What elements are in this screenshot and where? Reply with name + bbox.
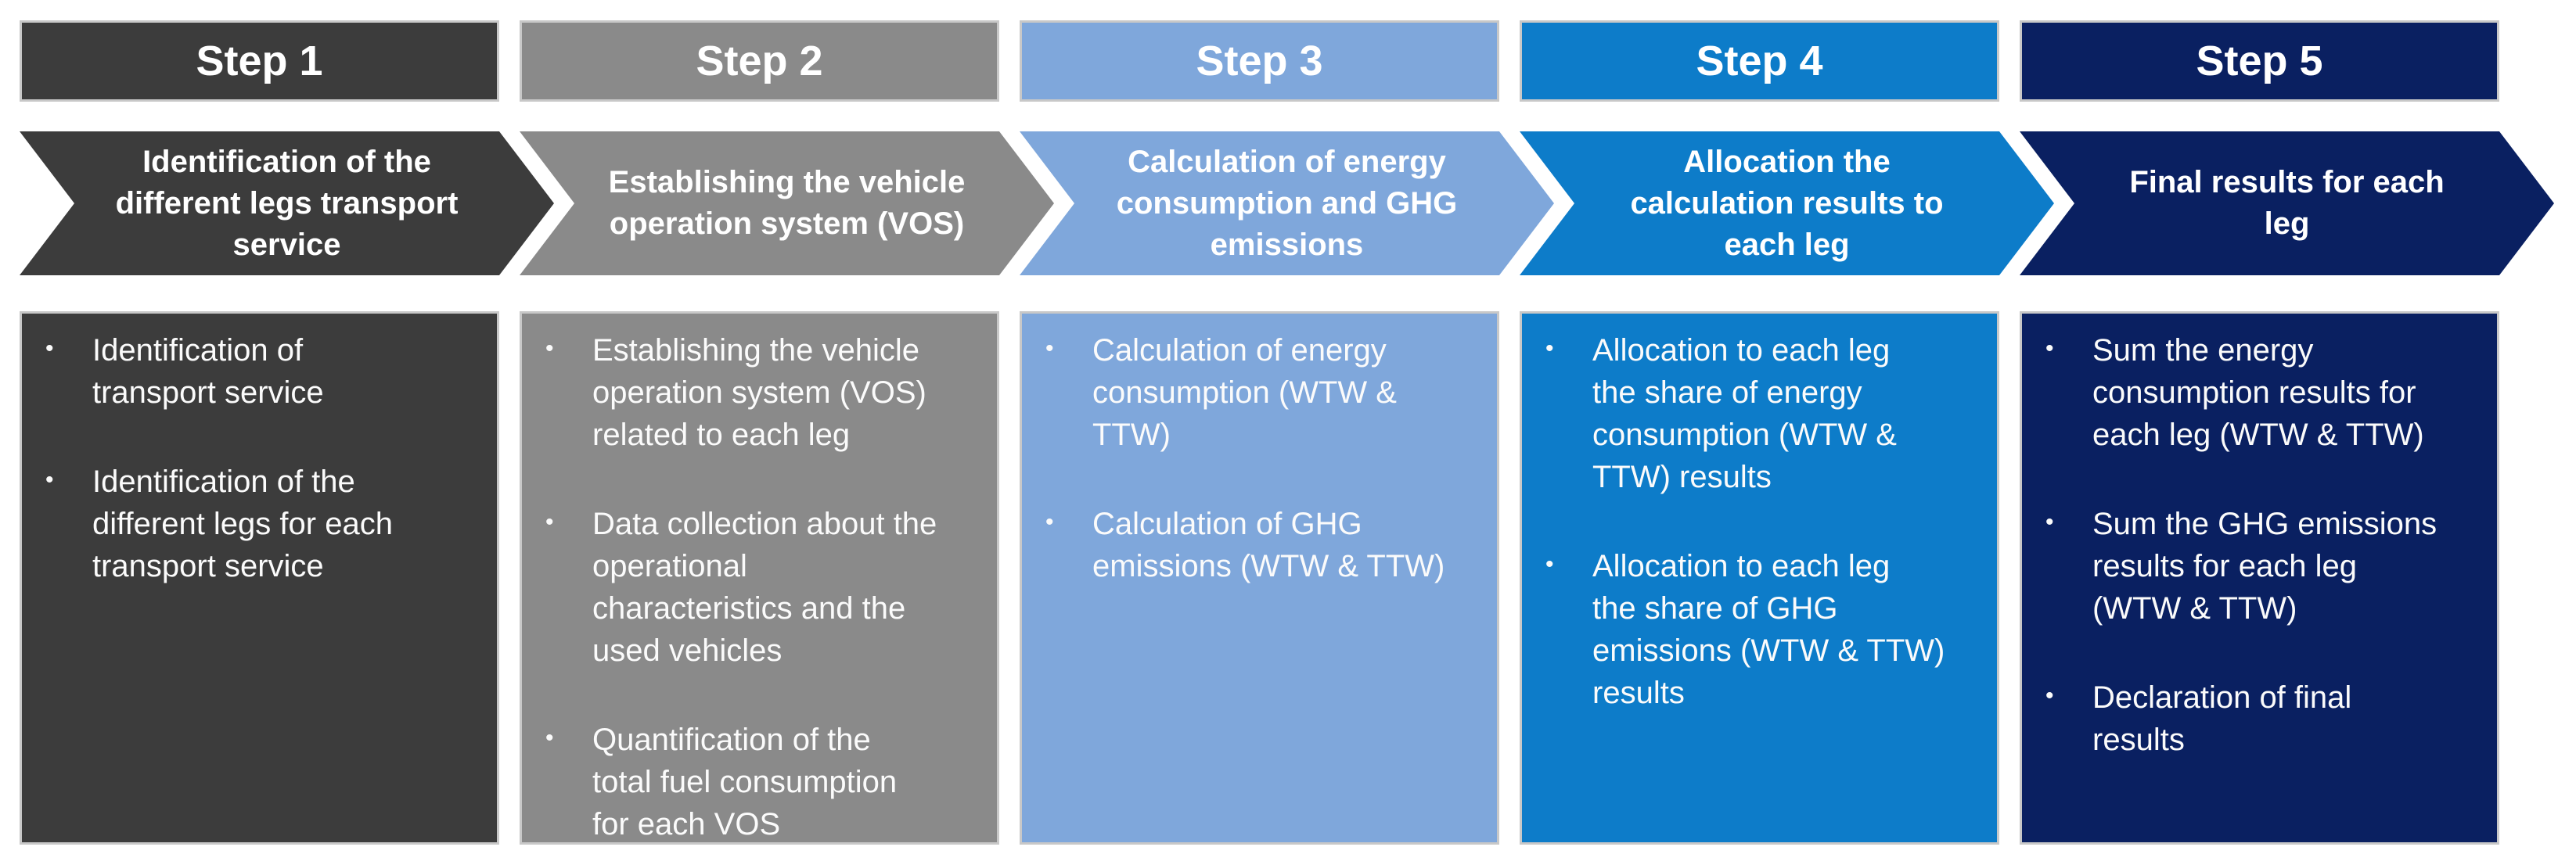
step-5-bullet-list: Sum the energy consumption results for e… xyxy=(2044,328,2481,761)
bullet-item: Quantification of the total fuel consump… xyxy=(544,717,981,845)
bullet-item: Allocation to each leg the share of ener… xyxy=(1544,328,1981,498)
step-2-arrow-title: Establishing the vehicle operation syste… xyxy=(608,165,966,241)
step-1-label: Step 1 xyxy=(196,38,323,84)
step-3-chevron-arrow: Calculation of energy consumption and GH… xyxy=(1020,131,1554,275)
step-3-label: Step 3 xyxy=(1196,38,1323,84)
bullet-item: Sum the GHG emissions results for each l… xyxy=(2044,501,2481,630)
step-2-label: Step 2 xyxy=(696,38,823,84)
step-5-column: Step 5 Final results for each leg Sum th… xyxy=(2020,0,2499,854)
step-4-column: Step 4 Allocation the calculation result… xyxy=(1520,0,1999,854)
step-5-header: Step 5 xyxy=(2020,20,2499,102)
step-2-chevron-arrow: Establishing the vehicle operation syste… xyxy=(520,131,1054,275)
step-3-body: Calculation of energy consumption (WTW &… xyxy=(1020,311,1499,845)
bullet-item: Allocation to each leg the share of GHG … xyxy=(1544,544,1981,714)
bullet-item: Data collection about the operational ch… xyxy=(544,501,981,672)
step-1-arrow-title: Identification of the different legs tra… xyxy=(115,144,459,262)
bullet-item: Calculation of GHG emissions (WTW & TTW) xyxy=(1044,501,1481,587)
step-2-column: Step 2 Establishing the vehicle operatio… xyxy=(520,0,999,854)
step-5-label: Step 5 xyxy=(2196,38,2323,84)
step-4-header: Step 4 xyxy=(1520,20,1999,102)
step-2-bullet-list: Establishing the vehicle operation syste… xyxy=(544,328,981,845)
bullet-item: Establishing the vehicle operation syste… xyxy=(544,328,981,456)
step-3-header: Step 3 xyxy=(1020,20,1499,102)
bullet-item: Declaration of final results xyxy=(2044,675,2481,761)
step-5-chevron-arrow: Final results for each leg xyxy=(2020,131,2554,275)
bullet-item: Sum the energy consumption results for e… xyxy=(2044,328,2481,456)
step-2-body: Establishing the vehicle operation syste… xyxy=(520,311,999,845)
step-1-header: Step 1 xyxy=(20,20,499,102)
step-3-column: Step 3 Calculation of energy consumption… xyxy=(1020,0,1499,854)
step-3-bullet-list: Calculation of energy consumption (WTW &… xyxy=(1044,328,1481,587)
step-4-arrow-title: Allocation the calculation results to ea… xyxy=(1630,144,1944,262)
step-1-column: Step 1 Identification of the different l… xyxy=(20,0,499,854)
step-1-body: Identification of transport serviceIdent… xyxy=(20,311,499,845)
step-2-header: Step 2 xyxy=(520,20,999,102)
step-1-bullet-list: Identification of transport serviceIdent… xyxy=(44,328,481,587)
bullet-item: Calculation of energy consumption (WTW &… xyxy=(1044,328,1481,456)
step-1-chevron-arrow: Identification of the different legs tra… xyxy=(20,131,554,275)
step-5-arrow-title: Final results for each leg xyxy=(2129,165,2445,241)
step-4-body: Allocation to each leg the share of ener… xyxy=(1520,311,1999,845)
step-3-arrow-title: Calculation of energy consumption and GH… xyxy=(1116,144,1458,262)
step-5-body: Sum the energy consumption results for e… xyxy=(2020,311,2499,845)
step-4-bullet-list: Allocation to each leg the share of ener… xyxy=(1544,328,1981,714)
step-4-chevron-arrow: Allocation the calculation results to ea… xyxy=(1520,131,2054,275)
step-4-label: Step 4 xyxy=(1696,38,1823,84)
bullet-item: Identification of transport service xyxy=(44,328,481,414)
bullet-item: Identification of the different legs for… xyxy=(44,459,481,587)
